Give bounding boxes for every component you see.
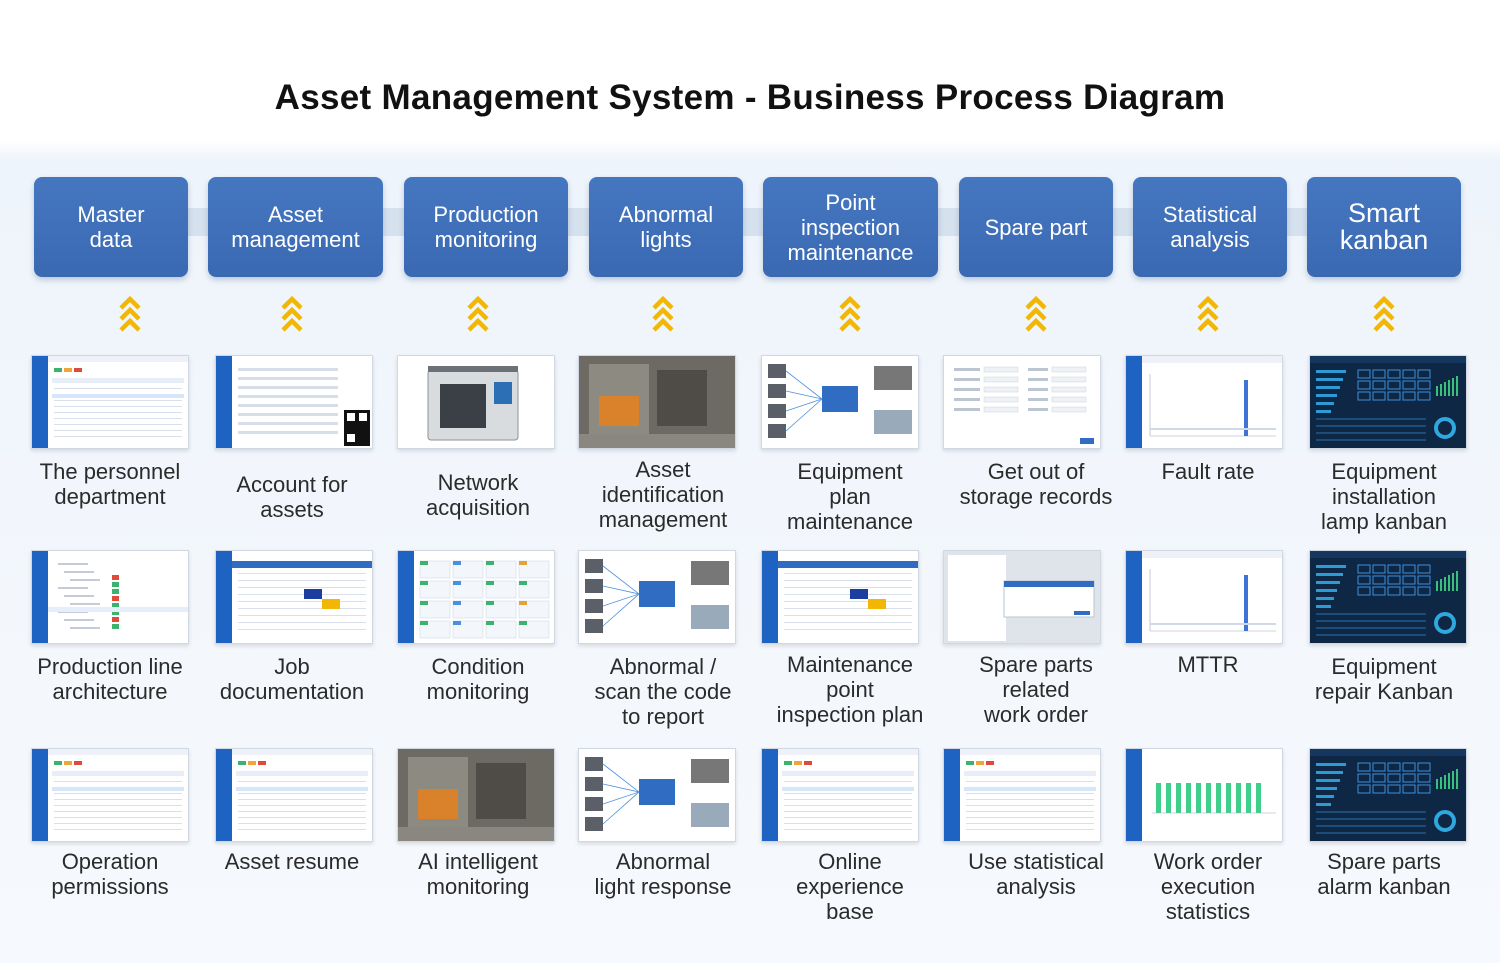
screenshot-thumbnail[interactable] [215,550,373,644]
screenshot-thumbnail[interactable] [1125,550,1283,644]
item-label: Spare parts related work order [979,652,1093,727]
screenshot-thumbnail[interactable] [943,355,1101,449]
header-8[interactable]: Smart kanban [1307,177,1461,277]
screenshot-thumbnail[interactable] [1125,355,1283,449]
item-label: Abnormal / scan the code to report [594,654,732,729]
screenshot-thumbnail[interactable] [215,355,373,449]
item-label: Online experience base [796,849,904,924]
screenshot-thumbnail[interactable] [397,748,555,842]
header-2[interactable]: Asset management [208,177,383,277]
item-label: Spare parts alarm kanban [1317,849,1451,899]
screenshot-thumbnail[interactable] [397,355,555,449]
item-label: Production line architecture [37,654,183,704]
item-label: Condition monitoring [426,654,530,704]
screenshot-thumbnail[interactable] [397,550,555,644]
screenshot-thumbnail[interactable] [761,550,919,644]
screenshot-thumbnail[interactable] [578,748,736,842]
item-label: Asset resume [224,849,360,874]
double-chevron-up-icon [838,294,862,334]
header-3[interactable]: Production monitoring [404,177,568,277]
item-label: The personnel department [39,459,181,509]
screenshot-thumbnail[interactable] [31,355,189,449]
header-1[interactable]: Master data [34,177,188,277]
header-5[interactable]: Point inspection maintenance [763,177,938,277]
item-label: Fault rate [1161,459,1255,484]
screenshot-thumbnail[interactable] [215,748,373,842]
item-label: Get out of storage records [959,459,1113,509]
diagram-title: Asset Management System - Business Proce… [274,78,1226,117]
item-label: Job documentation [219,654,365,704]
item-label: Equipment installation lamp kanban [1321,459,1447,534]
double-chevron-up-icon [651,294,675,334]
double-chevron-up-icon [280,294,304,334]
item-label: Account for assets [236,472,348,522]
double-chevron-up-icon [1372,294,1396,334]
double-chevron-up-icon [118,294,142,334]
screenshot-thumbnail[interactable] [1309,748,1467,842]
item-label: Equipment plan maintenance [787,459,913,534]
header-4[interactable]: Abnormal lights [589,177,743,277]
item-label: Abnormal light response [594,849,732,899]
header-6[interactable]: Spare part [959,177,1113,277]
item-label: Use statistical analysis [968,849,1104,899]
screenshot-thumbnail[interactable] [1125,748,1283,842]
double-chevron-up-icon [1196,294,1220,334]
screenshot-thumbnail[interactable] [761,355,919,449]
screenshot-thumbnail[interactable] [1309,355,1467,449]
header-7[interactable]: Statistical analysis [1133,177,1287,277]
double-chevron-up-icon [1024,294,1048,334]
screenshot-thumbnail[interactable] [578,550,736,644]
item-label: Equipment repair Kanban [1314,654,1454,704]
item-label: Maintenance point inspection plan [776,652,924,727]
screenshot-thumbnail[interactable] [943,550,1101,644]
item-label: AI intelligent monitoring [418,849,538,899]
item-label: Network acquisition [426,470,530,520]
item-label: Asset identification management [598,457,728,532]
screenshot-thumbnail[interactable] [761,748,919,842]
screenshot-thumbnail[interactable] [943,748,1101,842]
item-label: Operation permissions [51,849,169,899]
screenshot-thumbnail[interactable] [31,550,189,644]
screenshot-thumbnail[interactable] [31,748,189,842]
double-chevron-up-icon [466,294,490,334]
item-label: Work order execution statistics [1153,849,1263,924]
screenshot-thumbnail[interactable] [1309,550,1467,644]
item-label: MTTR [1177,652,1239,677]
screenshot-thumbnail[interactable] [578,355,736,449]
